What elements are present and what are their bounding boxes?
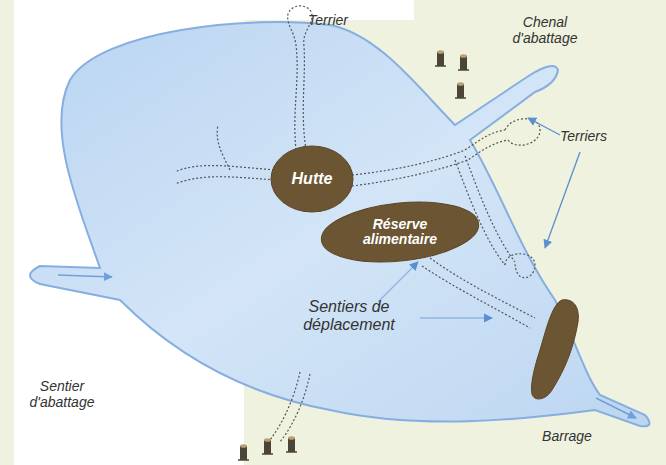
leader-arrow — [378, 262, 418, 302]
stump — [458, 54, 469, 70]
node-label: Hutte — [292, 170, 333, 188]
node-label: Réserve alimentaire — [350, 217, 449, 248]
channel-label: Chenal d'abattage — [505, 14, 585, 46]
stump — [262, 438, 273, 454]
dam-label: Barrage — [542, 429, 592, 444]
stump — [455, 82, 466, 98]
stump — [286, 436, 297, 452]
white-panel — [14, 0, 414, 20]
burrows-label: Terriers — [560, 128, 630, 144]
leader-arrow — [528, 118, 560, 135]
hut: Hutte — [270, 145, 354, 213]
food-reserve: Réserve alimentaire — [320, 202, 480, 262]
leader-arrow — [545, 152, 580, 248]
pond — [30, 22, 649, 426]
dam-shape — [522, 298, 612, 444]
stump — [238, 444, 249, 460]
stump — [435, 50, 446, 66]
flow-arrow — [58, 275, 112, 277]
flow-arrow — [596, 398, 636, 418]
burrow-label: Terrier — [308, 12, 378, 28]
leader-arrow — [420, 317, 492, 318]
paths-label: Sentiers de déplacement — [282, 298, 416, 335]
felling-path-label: Sentier d'abattage — [22, 378, 102, 410]
dam: Barrage — [522, 298, 612, 444]
tunnels — [175, 6, 540, 442]
